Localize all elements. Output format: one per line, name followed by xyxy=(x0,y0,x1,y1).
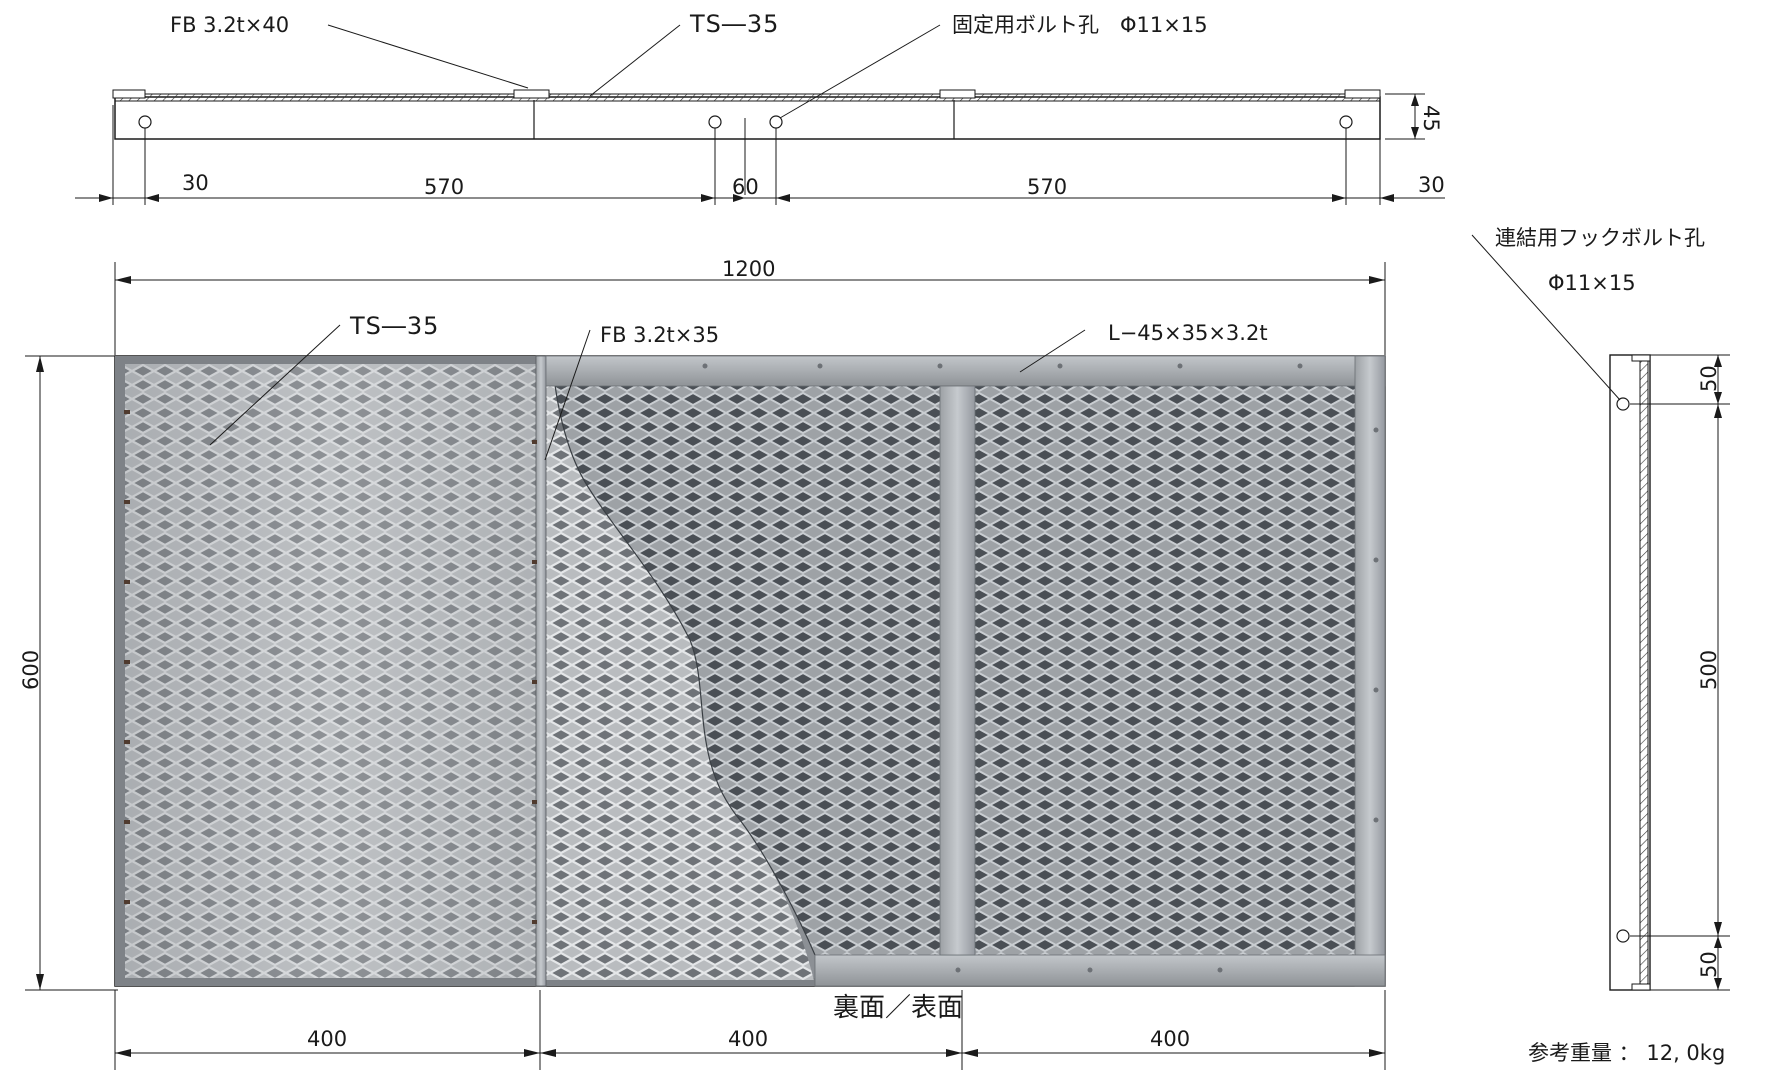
top-view-body xyxy=(114,96,1381,140)
dim-top-right-offset: 30 xyxy=(1418,173,1445,197)
front-view: 1200 600 xyxy=(19,257,1386,1070)
dim-side-middle: 500 xyxy=(1697,650,1721,690)
dim-bottom-3: 400 xyxy=(1150,1027,1190,1051)
dim-overall-width: 1200 xyxy=(722,257,775,281)
top-view-end-cap-right xyxy=(1344,89,1381,99)
dim-top-left-span: 570 xyxy=(424,175,464,199)
top-view-joint-left xyxy=(513,89,550,99)
angle-frame-middle xyxy=(939,385,976,956)
dim-bottom-2: 400 xyxy=(728,1027,768,1051)
caption-back-front: 裏面／表面 xyxy=(833,993,963,1023)
mesh-panel-middle-front xyxy=(555,385,940,955)
flat-bar-divider xyxy=(535,355,547,987)
label-fixing-bolt-hole: 固定用ボルト孔 Φ11×15 xyxy=(952,13,1208,37)
angle-frame-right xyxy=(1354,355,1386,987)
top-view-bolt-hole-1 xyxy=(138,115,152,129)
top-view-bolt-hole-4 xyxy=(1339,115,1353,129)
dim-side-top: 50 xyxy=(1697,365,1721,392)
dim-top-right-span: 570 xyxy=(1027,175,1067,199)
label-mesh: TS―35 xyxy=(349,312,439,340)
label-flat-bar: FB 3.2t×35 xyxy=(600,323,719,347)
dim-top-left-offset: 30 xyxy=(182,171,209,195)
dim-overall-height: 600 xyxy=(19,650,43,690)
top-view-end-cap-left xyxy=(112,89,146,99)
dim-side-bottom: 50 xyxy=(1697,951,1721,978)
dim-top-height: 45 xyxy=(1419,105,1443,132)
label-angle: L−45×35×3.2t xyxy=(1108,321,1268,345)
dim-top-center-gap: 60 xyxy=(732,175,759,199)
side-view: 連結用フックボルト孔 Φ11×15 50 500 50 参考重量 ： 12, 0… xyxy=(1471,226,1730,1065)
dim-bottom-1: 400 xyxy=(307,1027,347,1051)
label-hook-bolt-hole: 連結用フックボルト孔 xyxy=(1495,226,1705,250)
mesh-panel-right xyxy=(975,385,1355,955)
top-view-plate xyxy=(114,93,1381,102)
label-flat-bar-top: FB 3.2t×40 xyxy=(170,13,289,37)
top-view: FB 3.2t×40 TS―35 固定用ボルト孔 Φ11×15 30 570 6… xyxy=(75,10,1445,205)
label-hook-bolt-size: Φ11×15 xyxy=(1548,271,1636,295)
top-view-bolt-hole-2 xyxy=(708,115,722,129)
angle-frame-bottom xyxy=(814,954,1386,987)
side-view-hook-hole-top xyxy=(1616,397,1630,411)
angle-frame-top xyxy=(545,355,1386,387)
top-view-joint-right xyxy=(939,89,976,99)
side-view-plate xyxy=(1639,354,1649,991)
weight-note: 参考重量 ： 12, 0kg xyxy=(1528,1041,1725,1065)
side-view-hook-hole-bottom xyxy=(1616,929,1630,943)
label-mesh-top: TS―35 xyxy=(689,10,779,38)
